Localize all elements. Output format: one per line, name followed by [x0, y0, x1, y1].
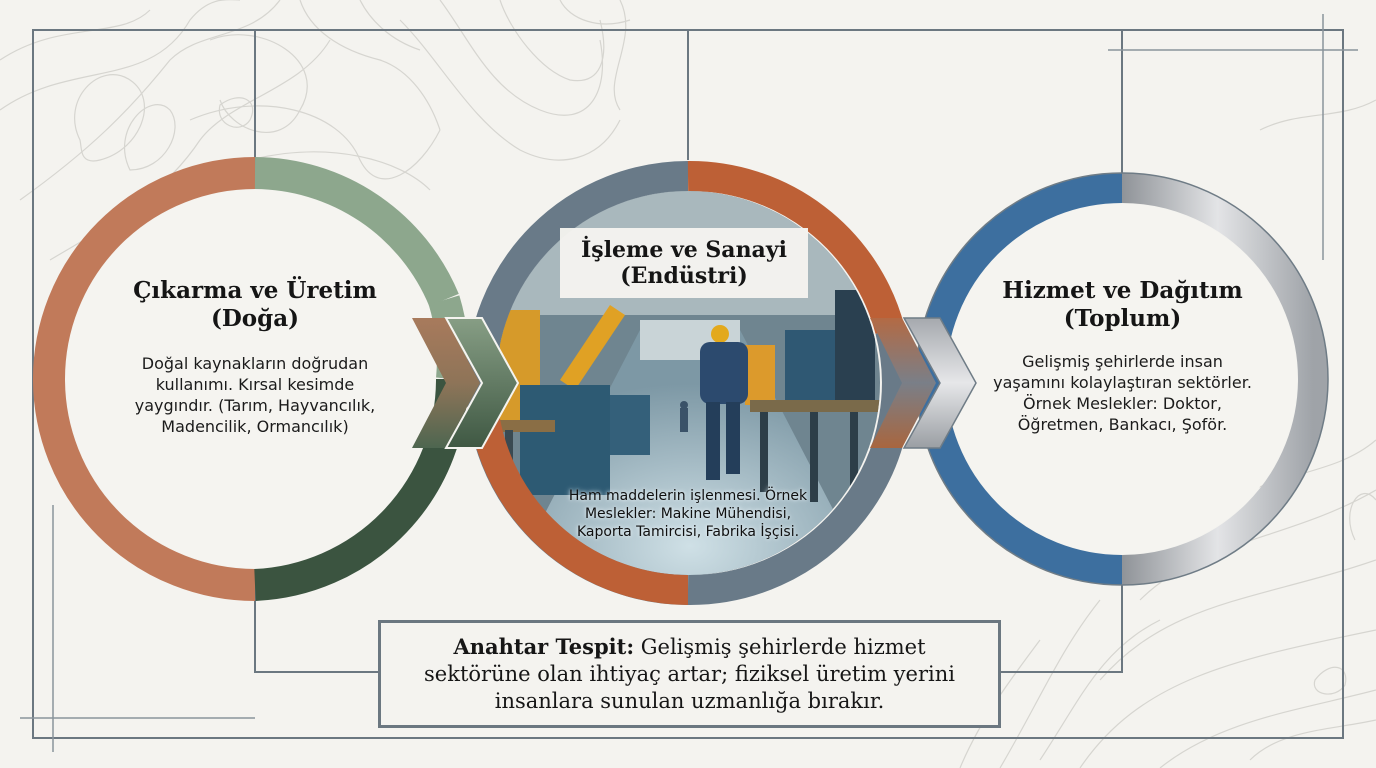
stage-1-description: Doğal kaynakların doğrudan kullanımı. Kı… [134, 354, 376, 436]
stage-1-ring [33, 157, 469, 601]
stage-2-description: Ham maddelerin işlenmesi. Örnek Meslekle… [568, 488, 808, 541]
key-insight-label: Anahtar Tespit: [453, 633, 635, 659]
frame-lines [32, 29, 1344, 739]
key-insight-body: Gelişmiş şehirlerde hizmet sektörüne ola… [424, 634, 955, 714]
stage-2-ring [466, 160, 912, 606]
stage-3-content: Hizmet ve Dağıtım (Toplum) Gelişmiş şehi… [985, 277, 1260, 435]
stage-2-title-line1: İşleme ve Sanayi [581, 236, 787, 263]
stage-3-title: Hizmet ve Dağıtım (Toplum) [985, 277, 1260, 332]
stage-1-title: Çıkarma ve Üretim (Doğa) [115, 277, 395, 332]
stage-3-title-line2: (Toplum) [1063, 304, 1182, 332]
key-insight-callout: Anahtar Tespit: Gelişmiş şehirlerde hizm… [378, 620, 1001, 728]
key-insight-text: Anahtar Tespit: Gelişmiş şehirlerde hizm… [400, 633, 980, 716]
corner-accent-lines [20, 14, 1358, 752]
stage-2-title-line2: (Endüstri) [620, 263, 748, 289]
chevron-right-icon [412, 317, 520, 449]
stage-1-title-line2: (Doğa) [210, 304, 300, 332]
stage-2-title: İşleme ve Sanayi (Endüstri) [560, 228, 808, 298]
stage-3-title-line1: Hizmet ve Dağıtım [1002, 277, 1243, 304]
worker-figure [700, 325, 748, 480]
stage-3-description: Gelişmiş şehirlerde insan yaşamını kolay… [993, 352, 1252, 434]
stage-1-title-line1: Çıkarma ve Üretim [133, 277, 377, 304]
stage-1-content: Çıkarma ve Üretim (Doğa) Doğal kaynaklar… [115, 277, 395, 437]
chevron-right-icon [870, 317, 977, 449]
